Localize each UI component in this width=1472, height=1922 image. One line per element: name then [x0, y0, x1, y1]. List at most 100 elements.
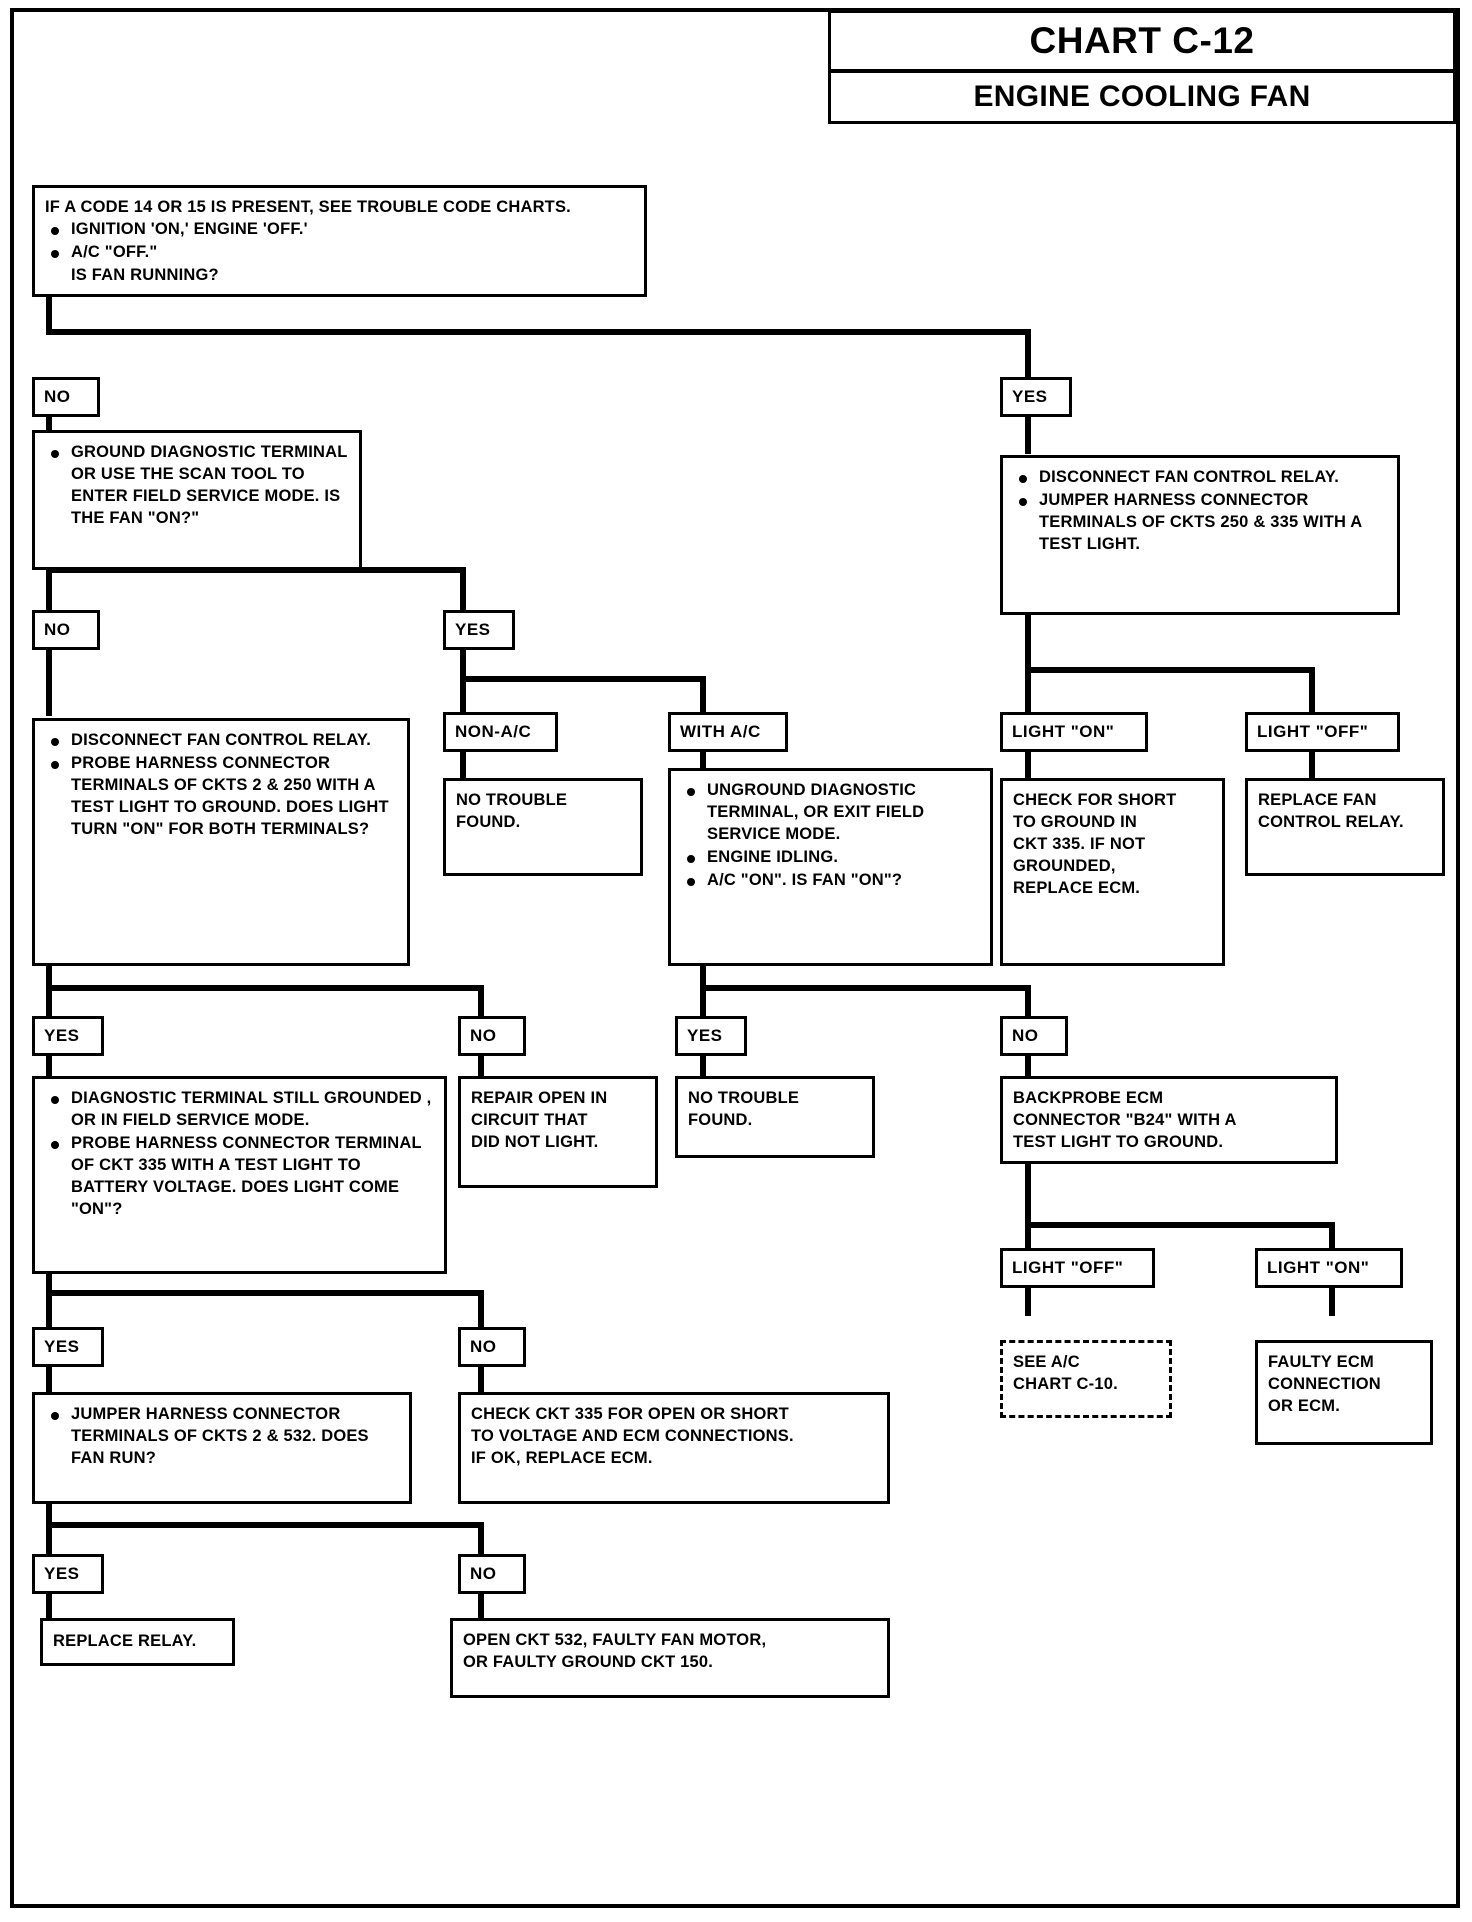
connector	[1025, 613, 1031, 673]
check-short-l2: TO GROUND IN	[1013, 812, 1138, 831]
replace-relay-final-l1: REPLACE RELAY.	[53, 1632, 197, 1650]
connector	[46, 1290, 484, 1296]
node-no-trouble-found-nonac: NO TROUBLE FOUND.	[443, 778, 643, 876]
check-short-l5: REPLACE ECM.	[1013, 878, 1141, 897]
node-backprobe-ecm-connector: BACKPROBE ECM CONNECTOR "B24" WITH A TES…	[1000, 1076, 1338, 1164]
nt-withac-l1: NO TROUBLE	[688, 1089, 800, 1107]
repair-open-l2: CIRCUIT THAT	[471, 1110, 588, 1129]
diag-still-bullet-1: DIAGNOSTIC TERMINAL STILL GROUNDED , OR …	[45, 1088, 434, 1132]
connector	[1329, 1222, 1335, 1252]
label-yes-3: YES	[32, 1016, 104, 1056]
connector	[460, 648, 466, 680]
unground-b1-l3: SERVICE MODE.	[707, 824, 841, 843]
connector	[700, 985, 1030, 991]
node-disconnect-relay-left: DISCONNECT FAN CONTROL RELAY. PROBE HARN…	[32, 718, 410, 966]
ground-diag-l2: TERMINAL OR USE THE	[71, 443, 348, 483]
label-yes-6: YES	[32, 1554, 104, 1594]
label-light-on-2: LIGHT "ON"	[1255, 1248, 1403, 1288]
diag-still-b1-l2: GROUNDED , OR IN FIELD	[71, 1089, 432, 1129]
disc-right-b2-l1: JUMPER HARNESS CONNECTOR	[1039, 490, 1309, 509]
connector	[1025, 409, 1031, 454]
repair-open-l3: DID NOT LIGHT.	[471, 1132, 599, 1151]
label-no-1: NO	[32, 377, 100, 417]
page-border	[10, 8, 1460, 1908]
label-light-off-2: LIGHT "OFF"	[1000, 1248, 1155, 1288]
diag-still-b2-l2: TERMINAL OF CKT 335 WITH A	[71, 1133, 422, 1174]
jumper-left-l2: TERMINALS OF CKTS 2 & 532.	[71, 1426, 317, 1445]
disc-left-b2-l5: DOES LIGHT TURN "ON" FOR	[71, 797, 389, 838]
check-short-l4: GROUNDED,	[1013, 856, 1116, 875]
connector	[46, 567, 466, 573]
start-question: IS FAN RUNNING?	[71, 265, 219, 284]
open-532-l2: OR FAULTY GROUND CKT 150.	[463, 1652, 714, 1671]
open-532-l1: OPEN CKT 532, FAULTY FAN MOTOR,	[463, 1631, 767, 1649]
diag-still-b1-l1: DIAGNOSTIC TERMINAL STILL	[71, 1089, 320, 1107]
connector	[1025, 667, 1031, 714]
diag-still-b2-l5: DOES LIGHT COME "ON"?	[71, 1177, 400, 1218]
disc-left-b2-l2: TERMINALS OF CKTS 2 & 250	[71, 775, 312, 794]
connector	[1025, 985, 1031, 1021]
node-ground-diagnostic: GROUND DIAGNOSTIC TERMINAL OR USE THE SC…	[32, 430, 362, 570]
nt-nonac-l2: FOUND.	[456, 812, 521, 831]
disc-right-bullet-2: JUMPER HARNESS CONNECTOR TERMINALS OF CK…	[1013, 490, 1387, 556]
node-check-short-to-ground: CHECK FOR SHORT TO GROUND IN CKT 335. IF…	[1000, 778, 1225, 966]
check-335-l3: IF OK, REPLACE ECM.	[471, 1448, 653, 1467]
start-bullet-2: A/C "OFF."	[45, 242, 634, 264]
label-no-4: NO	[1000, 1016, 1068, 1056]
label-no-5: NO	[458, 1327, 526, 1367]
connector	[1025, 1222, 1335, 1228]
disc-left-b2-l4: GROUND.	[201, 797, 282, 816]
connector	[460, 567, 466, 614]
label-light-on-1: LIGHT "ON"	[1000, 712, 1148, 752]
ground-diag-l3: SCAN TOOL TO ENTER FIELD	[71, 464, 305, 505]
label-yes-1: YES	[1000, 377, 1072, 417]
connector	[46, 294, 52, 333]
connector	[478, 1594, 484, 1622]
disc-left-b1-l1: DISCONNECT FAN CONTROL	[71, 731, 308, 749]
connector	[1025, 748, 1031, 781]
connector	[46, 1500, 52, 1560]
unground-bullet-2: ENGINE IDLING.	[681, 847, 980, 869]
node-faulty-ecm-connection: FAULTY ECM CONNECTION OR ECM.	[1255, 1340, 1433, 1445]
ground-diag-l1: GROUND DIAGNOSTIC	[71, 443, 256, 461]
unground-b3-l2: IS FAN "ON"?	[791, 870, 903, 889]
connector	[1025, 329, 1031, 377]
label-yes-2: YES	[443, 610, 515, 650]
label-yes-5: YES	[32, 1327, 104, 1367]
node-check-ckt-335: CHECK CKT 335 FOR OPEN OR SHORT TO VOLTA…	[458, 1392, 890, 1504]
repair-open-l1: REPAIR OPEN IN	[471, 1089, 608, 1107]
connector	[46, 1366, 52, 1396]
node-disconnect-relay-right: DISCONNECT FAN CONTROL RELAY. JUMPER HAR…	[1000, 455, 1400, 615]
connector	[46, 329, 1031, 335]
diag-still-b2-l1: PROBE HARNESS CONNECTOR	[71, 1133, 331, 1152]
faulty-ecm-l3: OR ECM.	[1268, 1396, 1340, 1415]
disc-left-b1-l2: RELAY.	[312, 731, 372, 749]
connector	[46, 648, 52, 716]
faulty-ecm-l2: CONNECTION	[1268, 1374, 1381, 1393]
connector	[46, 567, 52, 614]
node-see-ac-chart-c10: SEE A/C CHART C-10.	[1000, 1340, 1172, 1418]
nt-nonac-l1: NO TROUBLE	[456, 791, 568, 809]
connector	[46, 1594, 52, 1622]
connector	[1025, 1055, 1031, 1080]
check-335-l2: TO VOLTAGE AND ECM CONNECTIONS.	[471, 1426, 794, 1445]
connector	[478, 1055, 484, 1080]
connector	[1025, 1286, 1031, 1316]
label-no-2: NO	[32, 610, 100, 650]
node-repair-open-circuit: REPAIR OPEN IN CIRCUIT THAT DID NOT LIGH…	[458, 1076, 658, 1188]
connector	[46, 985, 484, 991]
connector	[478, 1522, 484, 1560]
unground-b1-l1: UNGROUND DIAGNOSTIC	[707, 781, 917, 799]
disc-left-b2-l1: PROBE HARNESS CONNECTOR	[71, 753, 331, 772]
label-with-ac: WITH A/C	[668, 712, 788, 752]
connector	[1329, 1286, 1335, 1316]
label-yes-4: YES	[675, 1016, 747, 1056]
unground-bullet-1: UNGROUND DIAGNOSTIC TERMINAL, OR EXIT FI…	[681, 780, 980, 846]
replace-relay-r-l2: CONTROL RELAY.	[1258, 812, 1404, 831]
connector	[1025, 1162, 1031, 1252]
node-unground-diagnostic: UNGROUND DIAGNOSTIC TERMINAL, OR EXIT FI…	[668, 768, 993, 966]
disc-right-b1-l2: RELAY.	[1280, 468, 1340, 486]
diag-still-b2-l3: TEST LIGHT TO BATTERY	[71, 1155, 361, 1196]
disc-left-b2-l6: BOTH TERMINALS?	[208, 819, 370, 838]
